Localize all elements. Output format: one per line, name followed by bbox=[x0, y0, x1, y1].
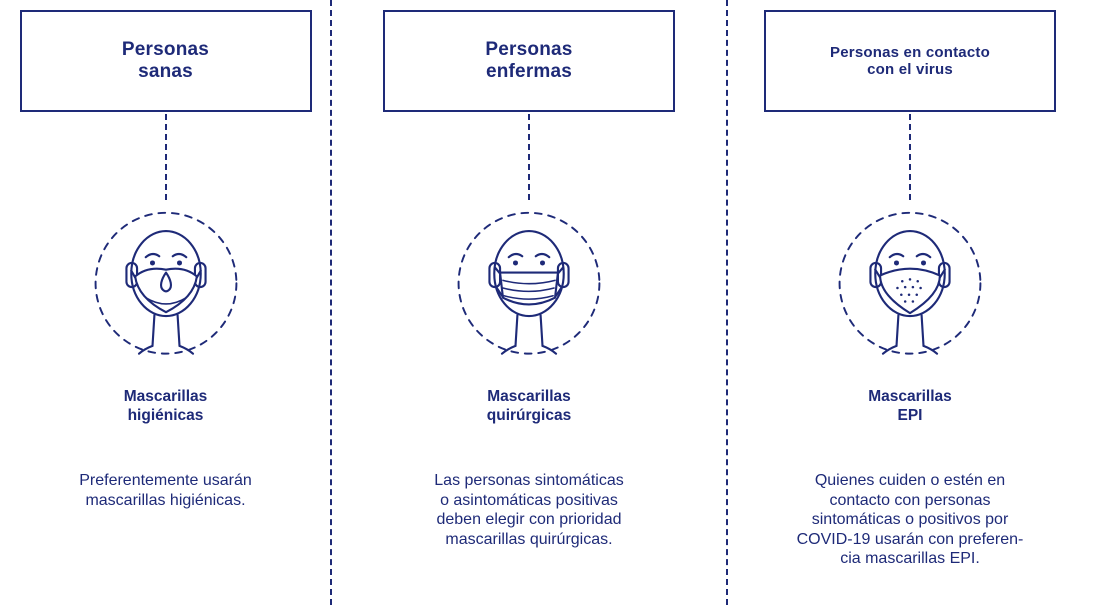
header-box: Personas enfermas bbox=[383, 10, 675, 112]
column-divider bbox=[330, 0, 332, 605]
face-with-epi-mask-icon bbox=[828, 202, 992, 376]
mask-type-label: Mascarillas EPI bbox=[868, 388, 952, 424]
mask-type-label: Mascarillas quirúrgicas bbox=[486, 388, 572, 424]
mask-description: Preferentemente usarán mascarillas higié… bbox=[79, 472, 252, 509]
face-with-hygienic-mask-icon bbox=[84, 202, 248, 376]
header-box: Personas sanas bbox=[19, 10, 312, 112]
header-title: Personas enfermas bbox=[485, 39, 573, 82]
column-personas-enfermas: Personas enfermas bbox=[331, 0, 727, 605]
column-personas-en-contacto: Personas en contacto con el virus bbox=[727, 0, 1093, 605]
connector-dashed-line bbox=[528, 114, 530, 200]
face-with-surgical-mask-icon bbox=[447, 202, 611, 376]
mask-description: Las personas sintomáticas o asintomática… bbox=[434, 472, 624, 548]
header-box: Personas en contacto con el virus bbox=[764, 10, 1056, 112]
column-personas-sanas: Personas sanas bbox=[0, 0, 331, 605]
column-divider bbox=[726, 0, 728, 605]
header-title: Personas en contacto con el virus bbox=[830, 43, 990, 78]
mask-type-label: Mascarillas higiénicas bbox=[123, 388, 208, 424]
connector-dashed-line bbox=[164, 114, 167, 200]
header-title: Personas sanas bbox=[121, 39, 210, 82]
connector-dashed-line bbox=[909, 114, 911, 200]
mask-description: Quienes cuiden o estén en contacto con p… bbox=[796, 472, 1024, 568]
